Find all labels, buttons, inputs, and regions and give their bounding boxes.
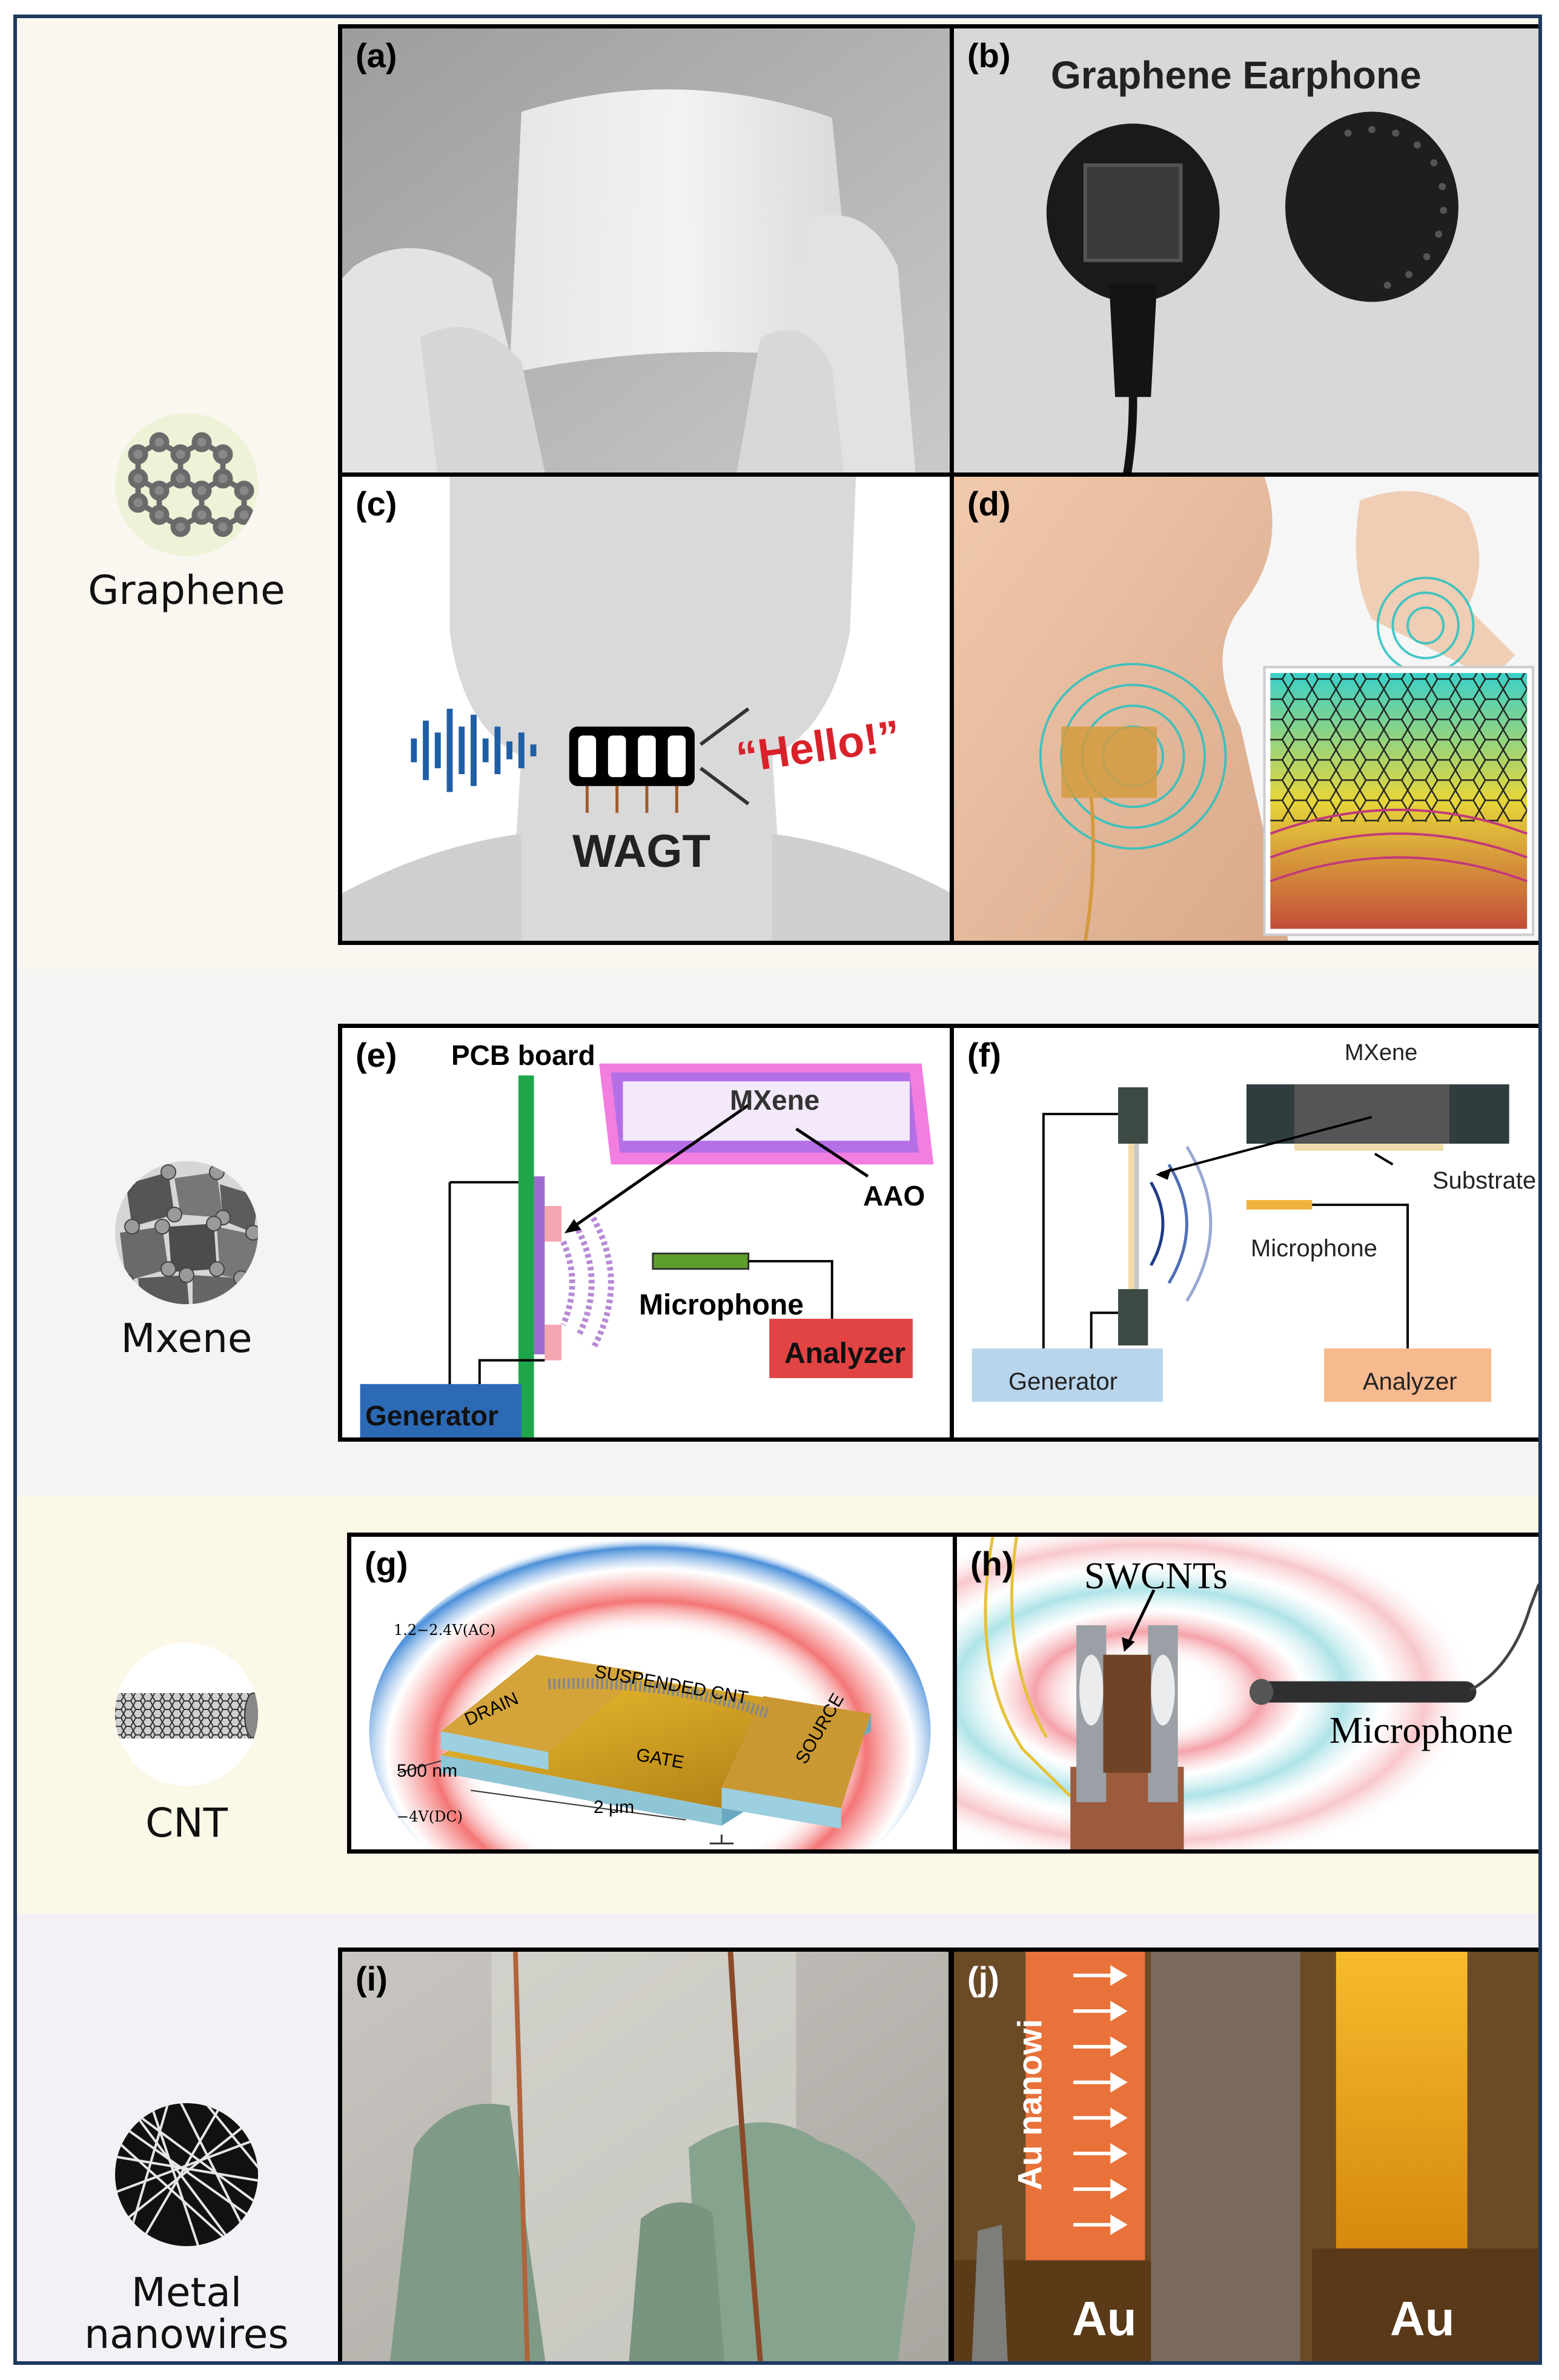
nanowires-label: Metal nanowires [35, 2272, 338, 2356]
panel-i-label: (i) [356, 1960, 388, 1998]
panel-h-microphone-label: Microphone [1329, 1710, 1514, 1751]
panel-e-pcb-label: PCB board [451, 1039, 595, 1071]
panel-b-label: (b) [967, 36, 1011, 75]
panel-f-diagram [954, 1028, 1538, 1437]
panel-g-length-label: 2 μm [594, 1797, 635, 1817]
panel-b-graphene-earphone: (b) Graphene Earphone [950, 24, 1538, 479]
panel-g-label: (g) [365, 1545, 408, 1583]
panel-f-label: (f) [967, 1036, 1001, 1074]
figure-frame: Graphene [13, 15, 1542, 2365]
panel-c-label: (c) [356, 485, 397, 523]
mxene-label: Mxene [121, 1315, 253, 1362]
panel-g-dc-voltage: −4V(DC) [397, 1808, 463, 1825]
panel-h-diagram [957, 1537, 1538, 1849]
panel-g-suspended-cnt-transistor: (g) 1.2−2.4V(AC) DRAIN SUSPENDED CNT SOU… [347, 1533, 959, 1854]
panel-e-label: (e) [356, 1036, 397, 1074]
panel-e-analyzer-label: Analyzer [784, 1338, 906, 1370]
panel-a-image [342, 28, 952, 474]
panel-e-mxene-label: MXene [730, 1084, 820, 1116]
panel-h-label: (h) [970, 1545, 1014, 1583]
panel-b-title: Graphene Earphone [1051, 53, 1422, 97]
panel-b-image [954, 28, 1538, 474]
graphene-lattice-icon [115, 413, 258, 556]
nanowire-mesh-icon [115, 2103, 258, 2246]
panel-e-mxene-speaker-setup: (e) PCB board MXene AAO Microphone Gener… [338, 1024, 956, 1442]
panel-j-au-right: Au [1390, 2292, 1455, 2345]
panel-d-label: (d) [967, 485, 1011, 523]
panel-d-graphene-throat-sensor: (d) [950, 472, 1538, 945]
panel-f-mxene-speaker-setup: (f) MXene Substrate Microphone Generator… [950, 1024, 1538, 1442]
panel-c-image [342, 477, 952, 941]
panel-c-wearable-artificial-throat: (c) WAGT “Hello!” [338, 472, 956, 945]
panel-c-device-label: WAGT [572, 826, 710, 877]
panel-j-image [954, 1952, 1538, 2361]
panel-j-au-left: Au [1072, 2292, 1137, 2345]
panel-f-generator-label: Generator [1008, 1368, 1118, 1395]
panel-i-image [342, 1952, 948, 2361]
graphene-label: Graphene [88, 567, 285, 614]
panel-a-flexible-graphene-film: (a) [338, 24, 956, 479]
panel-e-generator-label: Generator [365, 1400, 498, 1431]
panel-h-swcnt-label: SWCNTs [1084, 1556, 1228, 1597]
nanowires-label-line1: Metal [131, 2269, 242, 2316]
cnt-label: CNT [145, 1800, 228, 1846]
panel-e-microphone-label: Microphone [639, 1289, 804, 1321]
panel-e-diagram [342, 1028, 952, 1437]
panel-g-thickness-label: 500 nm [397, 1761, 458, 1781]
panel-d-image [954, 477, 1538, 941]
panel-f-substrate-label: Substrate [1432, 1167, 1537, 1194]
nanowires-label-line2: nanowires [84, 2311, 289, 2358]
panel-e-aao-label: AAO [863, 1180, 925, 1212]
panel-j-label: (j) [967, 1960, 999, 1998]
panel-j-au-nanowire-array: (j) Au nanowi Au Au [950, 1947, 1538, 2361]
carbon-nanotube-icon [115, 1643, 258, 1786]
panel-f-mxene-label: MXene [1345, 1040, 1418, 1066]
mxene-crystal-icon [115, 1161, 258, 1304]
panel-a-label: (a) [356, 36, 397, 75]
panel-g-ac-voltage: 1.2−2.4V(AC) [394, 1622, 496, 1639]
panel-j-vertical-label: Au nanowi [1010, 2018, 1049, 2191]
panel-i-nanowire-flexible-film: (i) [338, 1947, 953, 2361]
panel-f-microphone-label: Microphone [1251, 1235, 1378, 1262]
panel-f-analyzer-label: Analyzer [1363, 1368, 1457, 1395]
panel-g-diagram [351, 1537, 955, 1849]
panel-h-swcnt-speaker: (h) SWCNTs Microphone [953, 1533, 1538, 1854]
